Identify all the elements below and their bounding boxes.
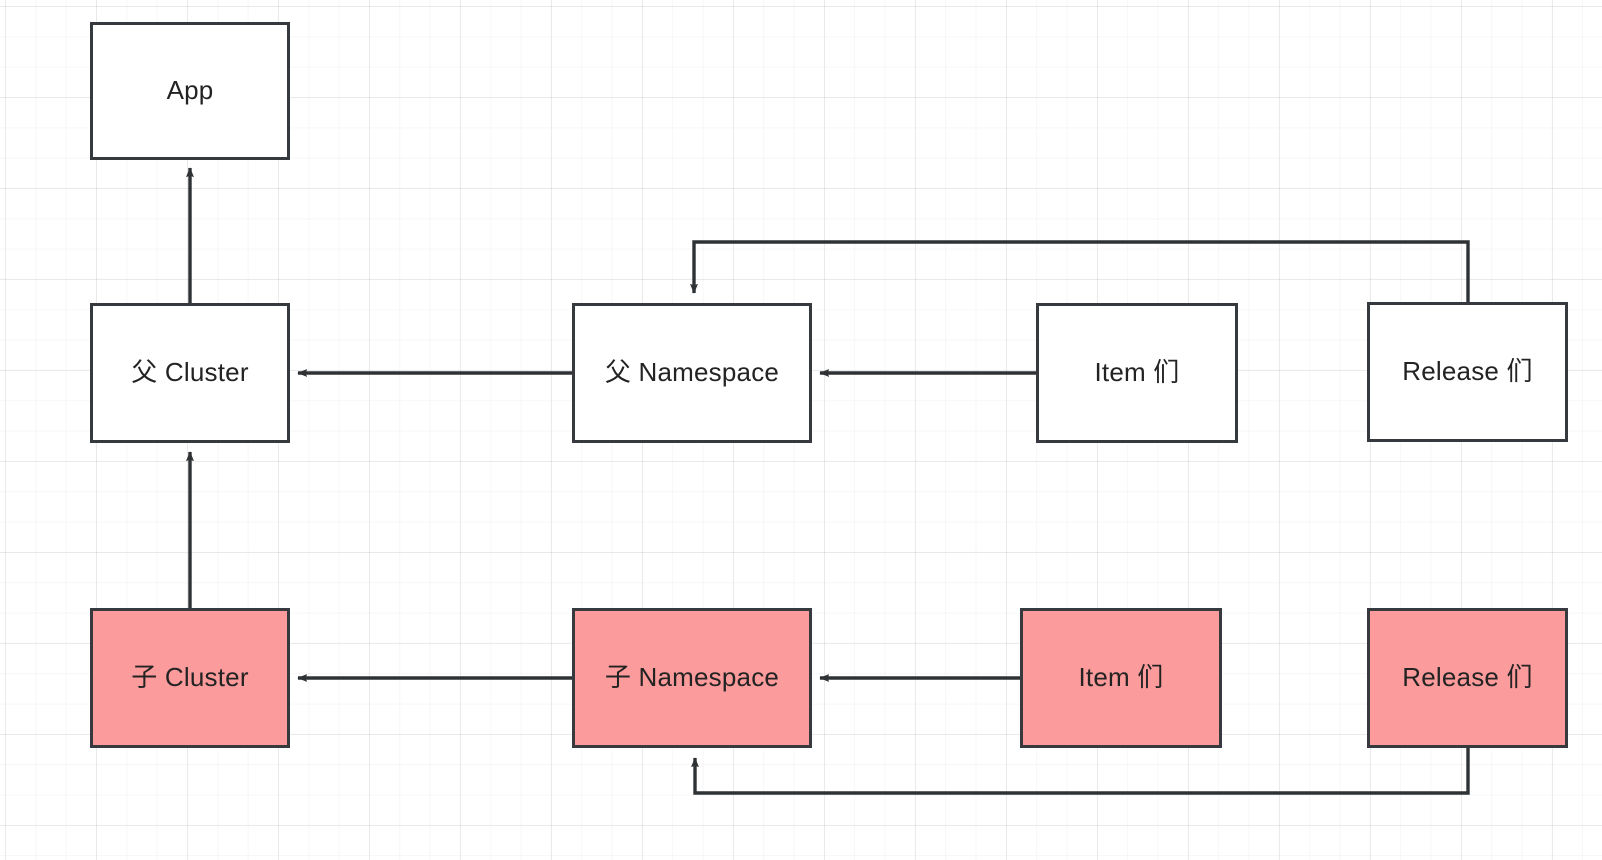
- node-child-cluster-label: 子 Cluster: [131, 662, 249, 693]
- node-parent-namespace-label: 父 Namespace: [604, 357, 780, 388]
- node-child-cluster[interactable]: 子 Cluster: [90, 608, 290, 748]
- edge-c-release-to-c-ns: [691, 748, 1470, 795]
- node-app[interactable]: App: [90, 22, 290, 160]
- node-parent-cluster-label: 父 Cluster: [131, 357, 249, 388]
- node-parent-items-label: Item 们: [1094, 357, 1180, 388]
- node-parent-cluster[interactable]: 父 Cluster: [90, 303, 290, 443]
- node-parent-items[interactable]: Item 们: [1036, 303, 1238, 443]
- edge-group: [186, 167, 1470, 795]
- edge-p-release-to-p-ns: [690, 240, 1470, 302]
- node-child-releases-label: Release 们: [1402, 662, 1533, 693]
- node-child-releases[interactable]: Release 们: [1367, 608, 1568, 748]
- node-child-items[interactable]: Item 们: [1020, 608, 1222, 748]
- node-child-namespace[interactable]: 子 Namespace: [572, 608, 812, 748]
- node-parent-releases[interactable]: Release 们: [1367, 302, 1568, 442]
- node-app-label: App: [166, 75, 214, 106]
- node-child-namespace-label: 子 Namespace: [604, 662, 780, 693]
- node-parent-releases-label: Release 们: [1402, 356, 1533, 387]
- node-child-items-label: Item 们: [1078, 662, 1164, 693]
- node-parent-namespace[interactable]: 父 Namespace: [572, 303, 812, 443]
